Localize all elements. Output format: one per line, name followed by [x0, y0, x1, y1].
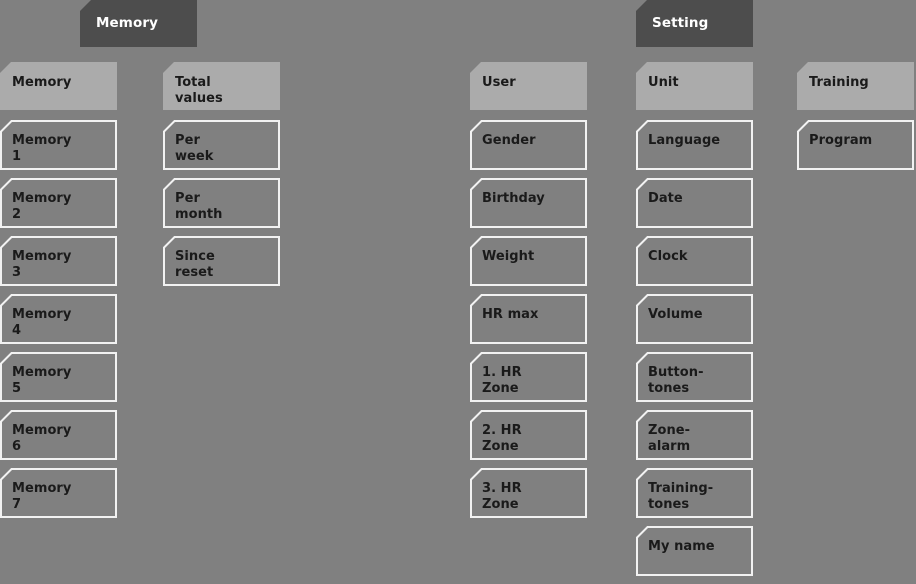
column-memory: Memory Memory 1 Memory 2 Memory 3 Memory…: [0, 62, 117, 526]
column-header-user[interactable]: User: [470, 62, 587, 110]
menu-item-zone-alarm[interactable]: Zone- alarm: [636, 410, 753, 460]
menu-item-memory-7[interactable]: Memory 7: [0, 468, 117, 518]
menu-item-volume-label: Volume: [648, 307, 703, 322]
menu-item-clock-label: Clock: [648, 249, 688, 264]
column-setting: Unit Language Date Clock Volume Button- …: [636, 62, 753, 584]
menu-item-memory-3[interactable]: Memory 3: [0, 236, 117, 286]
column-header-total-values-label: Total values: [175, 75, 223, 106]
menu-item-button-tones-label: Button- tones: [648, 365, 704, 396]
menu-item-memory-5[interactable]: Memory 5: [0, 352, 117, 402]
menu-item-program-label: Program: [809, 133, 873, 148]
column-header-memory-label: Memory: [12, 75, 72, 90]
menu-item-hr-zone-2[interactable]: 2. HR Zone: [470, 410, 587, 460]
menu-item-hr-zone-2-label: 2. HR Zone: [482, 423, 522, 454]
menu-item-birthday[interactable]: Birthday: [470, 178, 587, 228]
menu-item-memory-5-label: Memory 5: [12, 365, 72, 396]
menu-item-button-tones[interactable]: Button- tones: [636, 352, 753, 402]
menu-item-training-tones-label: Training- tones: [648, 481, 714, 512]
menu-item-weight[interactable]: Weight: [470, 236, 587, 286]
column-header-unit[interactable]: Unit: [636, 62, 753, 110]
column-total-values: Total values Per week Per month Since re…: [163, 62, 280, 294]
menu-item-memory-2-label: Memory 2: [12, 191, 72, 222]
menu-item-since-reset-label: Since reset: [175, 249, 215, 280]
menu-item-hr-max[interactable]: HR max: [470, 294, 587, 344]
menu-item-memory-1[interactable]: Memory 1: [0, 120, 117, 170]
menu-item-volume[interactable]: Volume: [636, 294, 753, 344]
menu-item-per-month-label: Per month: [175, 191, 223, 222]
menu-item-memory-6-label: Memory 6: [12, 423, 72, 454]
menu-item-hr-max-label: HR max: [482, 307, 539, 322]
menu-item-memory-4-label: Memory 4: [12, 307, 72, 338]
menu-item-birthday-label: Birthday: [482, 191, 545, 206]
column-header-training-label: Training: [809, 75, 869, 90]
menu-item-since-reset[interactable]: Since reset: [163, 236, 280, 286]
menu-item-language[interactable]: Language: [636, 120, 753, 170]
menu-item-hr-zone-3[interactable]: 3. HR Zone: [470, 468, 587, 518]
menu-item-memory-7-label: Memory 7: [12, 481, 72, 512]
column-training: Training Program: [797, 62, 914, 178]
menu-item-training-tones[interactable]: Training- tones: [636, 468, 753, 518]
menu-tree-canvas: Memory Setting Memory Memory 1 Memory 2 …: [0, 0, 916, 571]
tab-memory[interactable]: Memory: [80, 0, 197, 47]
tab-setting[interactable]: Setting: [636, 0, 753, 47]
menu-item-memory-2[interactable]: Memory 2: [0, 178, 117, 228]
menu-item-memory-1-label: Memory 1: [12, 133, 72, 164]
menu-item-weight-label: Weight: [482, 249, 535, 264]
menu-item-per-month[interactable]: Per month: [163, 178, 280, 228]
tab-memory-label: Memory: [96, 15, 158, 31]
menu-item-per-week[interactable]: Per week: [163, 120, 280, 170]
menu-item-hr-zone-1[interactable]: 1. HR Zone: [470, 352, 587, 402]
tab-setting-label: Setting: [652, 15, 709, 31]
menu-item-date-label: Date: [648, 191, 683, 206]
menu-item-date[interactable]: Date: [636, 178, 753, 228]
column-header-total-values[interactable]: Total values: [163, 62, 280, 110]
menu-item-gender[interactable]: Gender: [470, 120, 587, 170]
menu-item-memory-6[interactable]: Memory 6: [0, 410, 117, 460]
column-header-unit-label: Unit: [648, 75, 679, 90]
column-header-memory[interactable]: Memory: [0, 62, 117, 110]
menu-item-my-name-label: My name: [648, 539, 715, 554]
menu-item-gender-label: Gender: [482, 133, 536, 148]
menu-item-zone-alarm-label: Zone- alarm: [648, 423, 691, 454]
column-header-user-label: User: [482, 75, 516, 90]
menu-item-clock[interactable]: Clock: [636, 236, 753, 286]
column-header-training[interactable]: Training: [797, 62, 914, 110]
menu-item-program[interactable]: Program: [797, 120, 914, 170]
menu-item-my-name[interactable]: My name: [636, 526, 753, 576]
menu-item-memory-4[interactable]: Memory 4: [0, 294, 117, 344]
menu-item-per-week-label: Per week: [175, 133, 214, 164]
menu-item-hr-zone-1-label: 1. HR Zone: [482, 365, 522, 396]
menu-item-hr-zone-3-label: 3. HR Zone: [482, 481, 522, 512]
menu-item-language-label: Language: [648, 133, 721, 148]
column-user: User Gender Birthday Weight HR max 1. HR…: [470, 62, 587, 526]
menu-item-memory-3-label: Memory 3: [12, 249, 72, 280]
